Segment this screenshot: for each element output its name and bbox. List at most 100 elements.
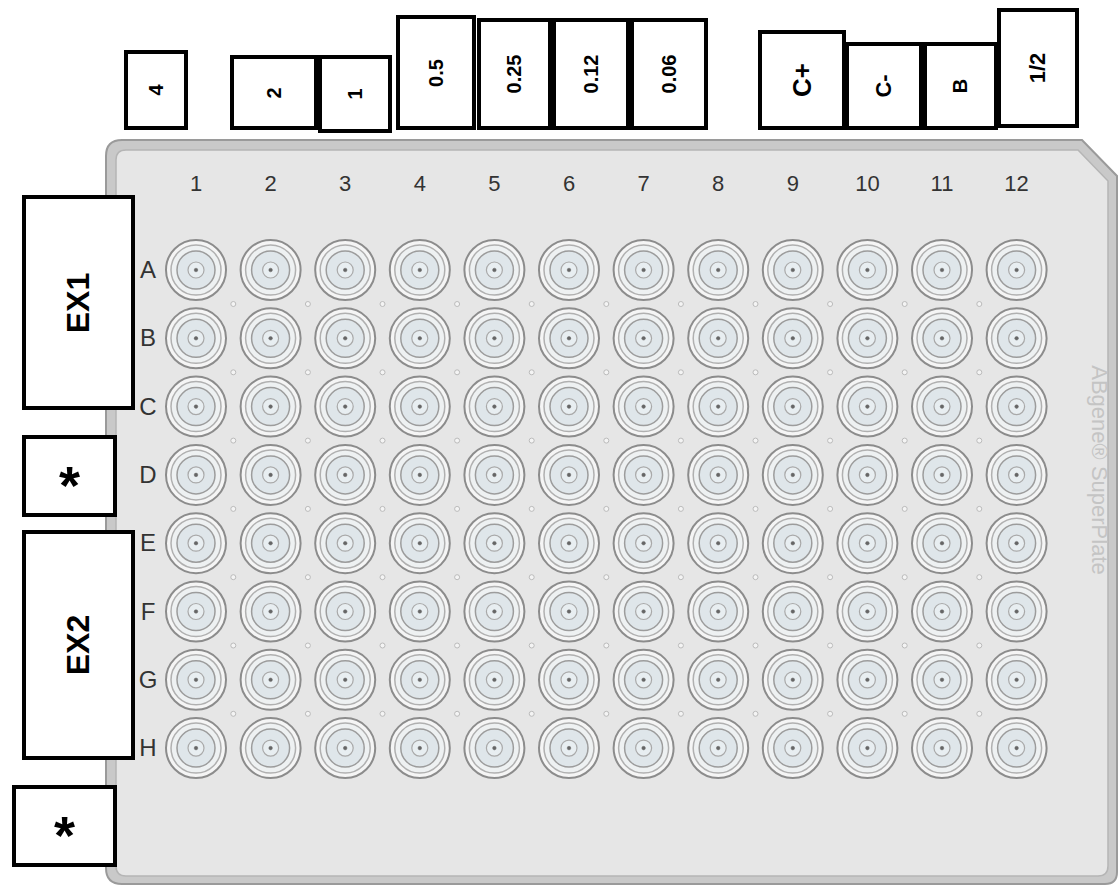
- well-wall: [842, 655, 892, 705]
- well-bottom: [550, 251, 588, 289]
- well-wall: [842, 587, 892, 637]
- well-center: [337, 535, 353, 551]
- well-center: [859, 330, 875, 346]
- column-number: 1: [190, 173, 202, 195]
- plate-dot: [977, 575, 982, 580]
- well-center: [859, 672, 875, 688]
- well-bottom: [550, 319, 588, 357]
- plate-dot: [604, 711, 609, 716]
- well-center: [785, 535, 801, 551]
- well-wall: [246, 723, 296, 773]
- plate-dot: [380, 506, 385, 511]
- well-wall: [693, 723, 743, 773]
- well-dot: [567, 541, 571, 545]
- well-center: [263, 467, 279, 483]
- well-dot: [194, 473, 198, 477]
- well-bottom: [401, 729, 439, 767]
- well-dot: [1015, 746, 1019, 750]
- well-center: [1009, 467, 1025, 483]
- well-rim: [763, 445, 823, 505]
- well-wall: [693, 382, 743, 432]
- well-center: [710, 604, 726, 620]
- well-rim: [837, 377, 897, 437]
- plate-dot: [828, 506, 833, 511]
- well-wall: [992, 723, 1042, 773]
- well-bottom: [177, 251, 215, 289]
- well-dot: [716, 678, 720, 682]
- well-rim: [390, 650, 450, 710]
- well-center: [263, 535, 279, 551]
- well-rim: [763, 377, 823, 437]
- plate-dot: [455, 575, 460, 580]
- well-wall: [544, 723, 594, 773]
- dilution-box: 1/2: [997, 8, 1079, 128]
- well-center: [785, 672, 801, 688]
- plate-dot: [828, 302, 833, 307]
- plate-dot: [380, 711, 385, 716]
- box-label: 1: [345, 88, 365, 99]
- well-dot: [343, 746, 347, 750]
- well-rim: [315, 308, 375, 368]
- well-center: [934, 467, 950, 483]
- well-rim: [837, 445, 897, 505]
- well-rim: [390, 718, 450, 778]
- well-dot: [1015, 473, 1019, 477]
- plate-rim: [106, 140, 1117, 884]
- well-dot: [642, 678, 646, 682]
- well-center: [1009, 740, 1025, 756]
- well-dot: [418, 541, 422, 545]
- well-dot: [493, 405, 497, 409]
- well-center: [412, 604, 428, 620]
- well-wall: [395, 313, 445, 363]
- plate-dot: [828, 711, 833, 716]
- plate-dot: [977, 438, 982, 443]
- well-wall: [992, 245, 1042, 295]
- well-bottom: [625, 729, 663, 767]
- well-center: [710, 672, 726, 688]
- well-wall: [693, 518, 743, 568]
- well-center: [785, 399, 801, 415]
- well-bottom: [177, 524, 215, 562]
- well-center: [859, 467, 875, 483]
- well-rim: [390, 308, 450, 368]
- well-bottom: [774, 524, 812, 562]
- well-center: [1009, 399, 1025, 415]
- well-center: [636, 330, 652, 346]
- well-rim: [987, 308, 1047, 368]
- well-wall: [246, 450, 296, 500]
- well-bottom: [848, 661, 886, 699]
- well-wall: [171, 587, 221, 637]
- well-dot: [791, 678, 795, 682]
- well-center: [188, 330, 204, 346]
- well-rim: [464, 582, 524, 642]
- well-center: [636, 672, 652, 688]
- well-wall: [246, 313, 296, 363]
- well-dot: [343, 405, 347, 409]
- plate-dot: [604, 302, 609, 307]
- well-wall: [320, 655, 370, 705]
- well-bottom: [475, 524, 513, 562]
- well-wall: [246, 382, 296, 432]
- well-center: [188, 399, 204, 415]
- well-bottom: [774, 251, 812, 289]
- concentration-box: 1: [318, 55, 392, 133]
- box-label: 1/2: [1027, 53, 1049, 84]
- well-rim: [688, 308, 748, 368]
- well-rim: [539, 240, 599, 300]
- well-bottom: [625, 524, 663, 562]
- well-dot: [418, 405, 422, 409]
- well-bottom: [625, 319, 663, 357]
- box-label: C+: [789, 63, 815, 97]
- well-wall: [395, 382, 445, 432]
- well-bottom: [550, 661, 588, 699]
- well-center: [561, 467, 577, 483]
- well-wall: [992, 587, 1042, 637]
- well-dot: [642, 473, 646, 477]
- plate-dot: [529, 438, 534, 443]
- well-wall: [917, 723, 967, 773]
- well-dot: [269, 746, 273, 750]
- plate-dot: [529, 302, 534, 307]
- well-dot: [866, 268, 870, 272]
- well-rim: [241, 582, 301, 642]
- well-wall: [544, 655, 594, 705]
